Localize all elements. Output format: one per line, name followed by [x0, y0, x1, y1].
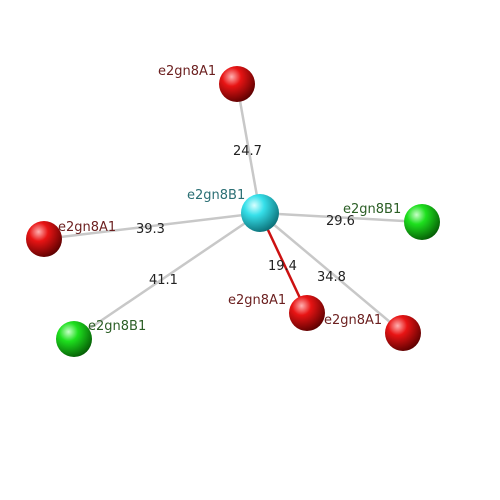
bond-n4: [73, 211, 261, 341]
distance-label-n1: 24.7: [233, 144, 262, 159]
atom-n5[interactable]: [289, 295, 325, 331]
atom-n2[interactable]: [26, 221, 62, 257]
atom-n3[interactable]: [404, 204, 440, 240]
atoms: [26, 66, 440, 357]
atom-center[interactable]: [241, 194, 279, 232]
distance-label-n2: 39.3: [136, 222, 165, 237]
bond-n6: [259, 212, 404, 334]
atom-label-n4: e2gn8B1: [88, 319, 146, 334]
distance-label-n3: 29.6: [326, 214, 355, 229]
atom-label-n6: e2gn8A1: [324, 313, 382, 328]
atom-n4[interactable]: [56, 321, 92, 357]
distance-label-n6: 34.8: [317, 270, 346, 285]
atom-label-n3: e2gn8B1: [343, 202, 401, 217]
atom-label-n2: e2gn8A1: [58, 220, 116, 235]
atom-n6[interactable]: [385, 315, 421, 351]
distance-label-n5: 19.4: [268, 259, 297, 274]
bond-n2: [43, 211, 261, 241]
atom-label-center: e2gn8B1: [187, 188, 245, 203]
node-labels: e2gn8A1 e2gn8A1 e2gn8B1 e2gn8B1 e2gn8A1 …: [58, 64, 401, 334]
distance-label-n4: 41.1: [149, 273, 178, 288]
atom-label-n5: e2gn8A1: [228, 293, 286, 308]
atom-label-n1: e2gn8A1: [158, 64, 216, 79]
distance-labels: 24.7 39.3 29.6 41.1 19.4 34.8: [136, 144, 355, 288]
bond-n1: [235, 83, 262, 214]
atom-n1[interactable]: [219, 66, 255, 102]
bond-n3: [259, 211, 423, 224]
